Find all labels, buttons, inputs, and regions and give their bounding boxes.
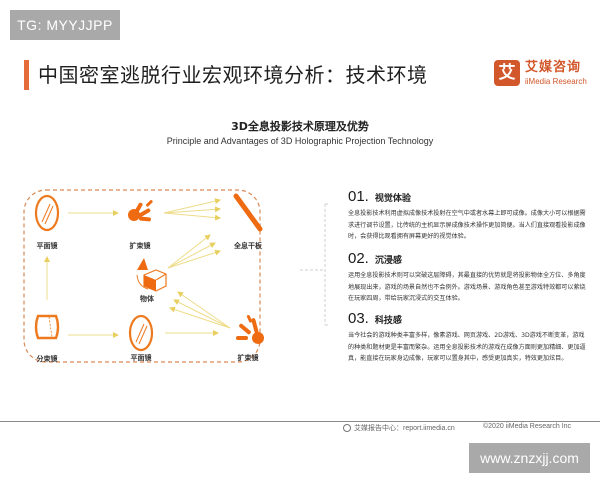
beam-expander-icon-bottom xyxy=(236,315,264,344)
bracket-connector xyxy=(300,203,330,326)
footer-divider xyxy=(0,421,600,422)
report-center-icon xyxy=(343,424,351,432)
logo-mark-icon: 艾 xyxy=(494,60,520,86)
holographic-plate-icon xyxy=(233,193,263,232)
footer-source-text: 艾媒报告中心：report.iimedia.cn xyxy=(354,425,455,432)
footer-source: 艾媒报告中心：report.iimedia.cn xyxy=(343,423,455,433)
logo-name-cn: 艾媒咨询 xyxy=(525,60,582,75)
node-label-beam-expander-bottom: 扩束镜 xyxy=(237,354,259,362)
watermark-badge: www.znzxjj.com xyxy=(469,443,590,473)
logo-name-en: iiMedia Research xyxy=(525,77,587,86)
advantage-body: 全息投影技术利用虚拟成像技术投射在空气中或者水幕上即可成像。成像大小可以根据需求… xyxy=(348,210,586,240)
advantage-number: 01. xyxy=(348,188,369,205)
holography-diagram: 平面镜 扩束镜 全息干板 物体 分束镜 平面镜 扩束镜 xyxy=(0,170,300,380)
advantage-title: 沉浸感 xyxy=(374,256,402,266)
node-label-beam-expander-top: 扩束镜 xyxy=(129,242,151,250)
node-label-flat-mirror-bottom: 平面镜 xyxy=(130,354,152,362)
title-accent-bar xyxy=(24,60,29,90)
advantage-body: 当今社会的游戏种类丰富多样，像素游戏、网页游戏、2D游戏、3D游戏不断变革，游戏… xyxy=(348,332,586,362)
advantage-number: 02. xyxy=(348,250,369,267)
tg-badge: TG: MYYJJPP xyxy=(10,10,120,40)
page-title: 中国密室逃脱行业宏观环境分析：技术环境 xyxy=(38,63,428,87)
diagram-subtitle: Principle and Advantages of 3D Holograph… xyxy=(166,136,434,146)
advantage-item-1: 01. 视觉体验 全息投影技术利用虚拟成像技术投射在空气中或者水幕上即可成像。成… xyxy=(348,188,588,243)
advantage-number: 03. xyxy=(348,310,369,327)
footer-copyright: ©2020 iiMedia Research Inc xyxy=(483,423,572,430)
advantage-body: 运用全息投影技术则可以突破这层障碍，其最直接的优势就是将投影物体全方位、多角度地… xyxy=(348,272,586,302)
advantage-item-2: 02. 沉浸感 运用全息投影技术则可以突破这层障碍，其最直接的优势就是将投影物体… xyxy=(348,250,588,305)
flat-mirror-icon-bottom xyxy=(128,314,154,352)
node-label-object: 物体 xyxy=(140,295,154,303)
diagram-graphic xyxy=(23,189,264,363)
advantage-title: 科技感 xyxy=(374,316,402,326)
node-label-beam-splitter: 分束镜 xyxy=(36,355,58,363)
beam-expander-icon-top xyxy=(128,200,153,222)
dashed-frame xyxy=(23,189,261,363)
flat-mirror-icon-top xyxy=(34,194,60,232)
iimedia-logo: 艾 艾媒咨询 iiMedia Research xyxy=(494,60,594,94)
advantage-title: 视觉体验 xyxy=(374,194,411,204)
advantage-item-3: 03. 科技感 当今社会的游戏种类丰富多样，像素游戏、网页游戏、2D游戏、3D游… xyxy=(348,310,588,365)
node-label-holographic-plate: 全息干板 xyxy=(234,242,262,250)
3d-object-icon xyxy=(136,258,167,292)
beam-splitter-icon xyxy=(34,314,60,340)
diagram-title: 3D全息投影技术原理及优势 xyxy=(231,120,369,133)
node-label-flat-mirror-top: 平面镜 xyxy=(36,242,58,250)
